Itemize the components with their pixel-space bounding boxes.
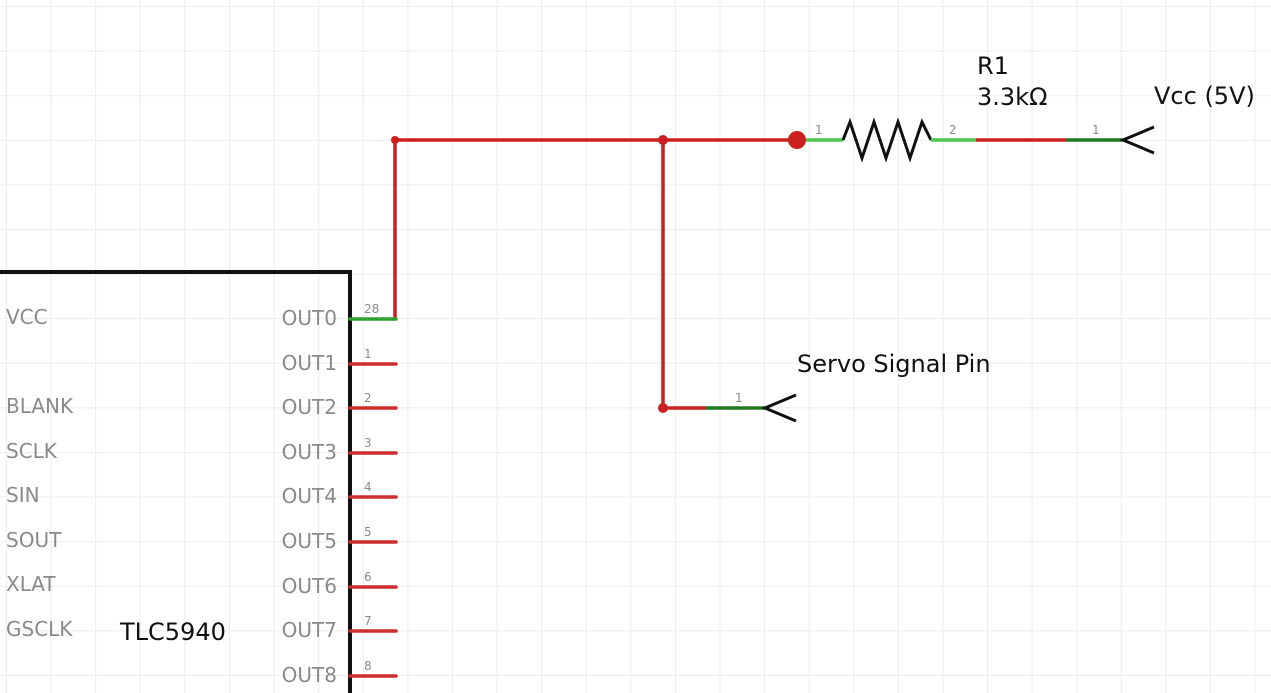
chip-pin-out5[interactable]: 5 OUT5 <box>282 525 398 553</box>
vcc-port-pin-number: 1 <box>1092 123 1100 137</box>
chip-pin-number: 5 <box>364 525 372 539</box>
wire-junction-to-servo[interactable] <box>661 138 708 410</box>
chip-right-pins[interactable]: 28OUT01OUT12OUT23OUT34OUT45OUT56OUT67OUT… <box>282 302 398 687</box>
chip-pin-label-sout: SOUT <box>6 528 62 552</box>
chip-pin-label-sin: SIN <box>6 483 40 507</box>
chip-pin-label: OUT2 <box>282 395 337 419</box>
servo-port-arrow-icon <box>761 393 797 423</box>
vcc-port[interactable]: 1 Vcc (5V) <box>1066 82 1255 155</box>
chip-pin-out0[interactable]: 28 OUT0 <box>282 302 398 330</box>
chip-pin-label-sclk: SCLK <box>6 439 58 463</box>
wire-bend-point <box>658 403 668 413</box>
chip-pin-number: 4 <box>364 480 372 494</box>
chip-pin-number: 28 <box>364 302 379 316</box>
wire-out0-to-junction[interactable] <box>393 138 665 320</box>
chip-pin-number: 6 <box>364 570 372 584</box>
resistor-symbol[interactable] <box>841 117 933 163</box>
chip-outline[interactable] <box>0 270 352 693</box>
resistor-r1[interactable]: 1 2 R1 3.3kΩ <box>806 52 1047 163</box>
wire-bend-point <box>391 136 399 144</box>
chip-pin-label: OUT1 <box>282 351 337 375</box>
vcc-port-label: Vcc (5V) <box>1154 82 1255 110</box>
resistor-name: R1 <box>977 52 1009 80</box>
wire-junction-dot[interactable] <box>658 135 668 145</box>
chip-pin-label: OUT5 <box>282 529 337 553</box>
chip-left-pin-labels: VCC BLANK SCLK SIN SOUT XLAT GSCLK <box>6 305 74 641</box>
chip-pin-label: OUT8 <box>282 663 337 687</box>
chip-pin-out6[interactable]: 6 OUT6 <box>282 570 398 598</box>
chip-pin-out7[interactable]: 7 OUT7 <box>282 614 398 642</box>
chip-pin-out4[interactable]: 4 OUT4 <box>282 480 398 508</box>
resistor-pin-2-number: 2 <box>949 123 957 137</box>
vcc-port-arrow-icon <box>1119 125 1155 155</box>
chip-pin-out2[interactable]: 2 OUT2 <box>282 391 398 419</box>
resistor-value: 3.3kΩ <box>977 83 1047 111</box>
chip-pin-out3[interactable]: 3 OUT3 <box>282 436 398 464</box>
chip-pin-label: OUT0 <box>282 306 337 330</box>
chip-name: TLC5940 <box>119 618 226 646</box>
chip-pin-number: 1 <box>364 347 372 361</box>
chip-pin-label: OUT7 <box>282 618 337 642</box>
tlc5940-chip[interactable]: TLC5940 VCC BLANK SCLK SIN SOUT XLAT GSC… <box>0 270 398 693</box>
chip-pin-label-xlat: XLAT <box>6 572 56 596</box>
resistor-pin-1-number: 1 <box>815 123 823 137</box>
chip-pin-out8[interactable]: 8 OUT8 <box>282 659 398 687</box>
servo-port-label: Servo Signal Pin <box>797 350 991 378</box>
chip-pin-label: OUT6 <box>282 574 337 598</box>
chip-pin-number: 2 <box>364 391 372 405</box>
chip-pin-number: 7 <box>364 614 372 628</box>
chip-pin-label-vcc: VCC <box>6 305 48 329</box>
servo-signal-port[interactable]: 1 Servo Signal Pin <box>706 350 991 423</box>
chip-pin-label-blank: BLANK <box>6 394 74 418</box>
wire-junction-dot-large[interactable] <box>788 131 806 149</box>
servo-port-pin-number: 1 <box>735 391 743 405</box>
chip-pin-label: OUT3 <box>282 440 337 464</box>
chip-pin-number: 3 <box>364 436 372 450</box>
chip-pin-out1[interactable]: 1 OUT1 <box>282 347 398 375</box>
chip-pin-label-gsclk: GSCLK <box>6 617 73 641</box>
chip-pin-label: OUT4 <box>282 484 337 508</box>
chip-pin-number: 8 <box>364 659 372 673</box>
